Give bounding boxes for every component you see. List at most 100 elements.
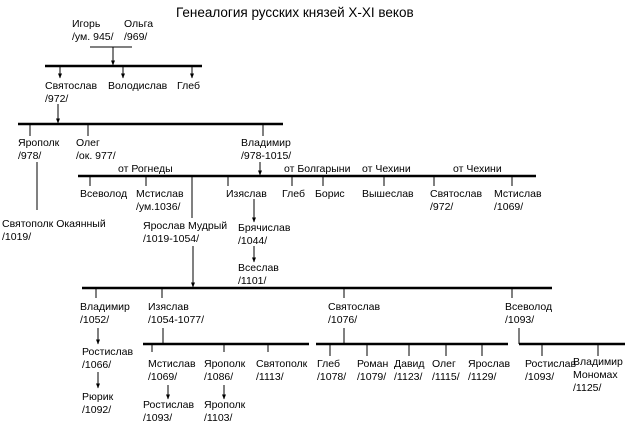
person-izyaslav-gen4: Изяслав [226, 188, 267, 200]
person-rostislav-gen6: Ростислав /1066/ [82, 346, 133, 372]
person-dates: /1123/ [394, 371, 423, 383]
person-name: Владимир [241, 137, 291, 149]
person-name: Всеслав [238, 262, 279, 274]
person-vsevolod-gen5: Всеволод /1093/ [505, 301, 552, 327]
person-svyatopolk-okayanny: Святополк Окаянный /1019/ [2, 218, 106, 244]
person-name: Святополк Окаянный [2, 218, 106, 230]
person-vladimir-monomakh: Владимир Мономах /1125/ [573, 356, 623, 395]
person-dates: /1129/ [468, 371, 497, 383]
person-name: Глеб [317, 358, 340, 370]
person-dates: /1093/ [525, 371, 555, 383]
person-dates: /969/ [124, 31, 148, 43]
person-name: Ярополк [18, 137, 60, 149]
person-name: Давид [394, 358, 425, 370]
person-yaroslav-gen6: Ярослав /1129/ [468, 358, 510, 384]
person-epithet: Мономах [573, 369, 618, 381]
person-dates: /1054-1077/ [148, 314, 205, 326]
person-dates: /1044/ [238, 235, 268, 247]
person-dates: /1113/ [256, 371, 284, 383]
person-oleg-gen6: Олег /1115/ [432, 358, 460, 384]
person-name: Ярослав [468, 358, 511, 370]
person-roman: Роман /1079/ [357, 358, 388, 384]
person-svyatoslav-gen2: Святослав /972/ [45, 80, 97, 106]
diagram-title: Генеалогия русских князей X-XI веков [176, 5, 414, 20]
person-mstislav2-gen4: Мстислав /1069/ [494, 188, 542, 214]
person-name: Мстислав [136, 188, 184, 200]
person-dates: /ум.1036/ [136, 201, 181, 213]
person-volodislav: Володислав [108, 80, 168, 92]
person-name: Ольга [124, 18, 154, 30]
person-dates: /1066/ [82, 359, 112, 371]
person-vladimir-gen5: Владимир /1052/ [80, 301, 130, 327]
person-yaropolk-gen3: Ярополк /978/ [18, 137, 59, 163]
person-name: Ростислав [143, 399, 195, 411]
person-oleg-gen3: Олег /ок. 977/ [76, 137, 116, 163]
person-name: Ростислав [525, 358, 577, 370]
person-dates: /1093/ [143, 412, 173, 424]
person-vseslav: Всеслав /1101/ [238, 262, 279, 288]
person-dates: /972/ [430, 201, 454, 213]
person-dates: /1019-1054/ [143, 233, 200, 245]
person-name: Мстислав [494, 188, 542, 200]
mother-label-chekhini-1: от Чехини [362, 163, 411, 175]
person-dates: /1093/ [505, 314, 535, 326]
person-vysheslav: Вышеслав [362, 188, 414, 200]
person-name: Ростислав [82, 346, 134, 358]
person-ryurik: Рюрик /1092/ [82, 391, 113, 417]
person-dates: /1052/ [80, 314, 110, 326]
mother-label-chekhini-2: от Чехини [453, 163, 502, 175]
mother-label-rogneda: от Рогнеды [118, 163, 173, 175]
person-boris: Борис [315, 188, 345, 200]
person-gleb-gen2: Глеб [177, 80, 200, 92]
person-dates: /1069/ [494, 201, 524, 213]
mother-label-bolgaryni: от Болгарыни [284, 163, 351, 175]
person-name: Ярослав Мудрый [143, 220, 228, 232]
person-dates: /1079/ [357, 371, 387, 383]
person-name: Всеволод [505, 301, 553, 313]
person-vsevolod-gen4: Всеволод [80, 188, 128, 200]
person-dates: /1069/ [148, 371, 178, 383]
person-name: Владимир [80, 301, 130, 313]
person-name: Ярополк [204, 358, 246, 370]
person-bryachislav: Брячислав /1044/ [238, 222, 290, 248]
person-yaroslav-mudry: Ярослав Мудрый /1019-1054/ [143, 220, 227, 246]
person-dates: /1103/ [204, 412, 233, 424]
person-dates: /1115/ [432, 371, 460, 383]
person-name: Святослав [430, 188, 483, 200]
person-vladimir-gen3: Владимир /978-1015/ [241, 137, 291, 163]
person-dates: /972/ [45, 93, 69, 105]
person-svyatopolk-gen6: Святополк /1113/ [256, 358, 307, 384]
person-name: Изяслав [148, 301, 189, 313]
person-david: Давид /1123/ [394, 358, 425, 384]
person-dates: /978/ [18, 150, 42, 162]
person-dates: /1076/ [328, 314, 358, 326]
person-name: Рюрик [82, 391, 114, 403]
person-name: Мстислав [148, 358, 196, 370]
person-gleb-gen4: Глеб [282, 188, 305, 200]
person-name: Святослав [328, 301, 381, 313]
person-izyaslav-gen5: Изяслав /1054-1077/ [148, 301, 204, 327]
person-name: Олег [432, 358, 456, 370]
person-dates: /1078/ [317, 371, 347, 383]
person-rostislav-gen7: Ростислав /1093/ [143, 399, 194, 425]
person-dates: /1019/ [2, 231, 32, 243]
person-name: Игорь [72, 18, 101, 30]
person-yaropolk-gen6: Ярополк /1086/ [204, 358, 245, 384]
person-dates: /1125/ [573, 382, 602, 394]
person-mstislav-gen4: Мстислав /ум.1036/ [136, 188, 184, 214]
person-gleb-gen6: Глеб /1078/ [317, 358, 346, 384]
person-name: Брячислав [238, 222, 291, 234]
person-name: Олег [76, 137, 100, 149]
person-name: Ярополк [204, 399, 246, 411]
person-name: Роман [357, 358, 389, 370]
person-dates: /978-1015/ [241, 150, 292, 162]
person-name: Владимир [573, 356, 623, 368]
person-igor: Игорь /ум. 945/ [72, 18, 114, 44]
person-svyatoslav-gen4: Святослав /972/ [430, 188, 482, 214]
person-name: Святополк [256, 358, 308, 370]
person-mstislav-gen6: Мстислав /1069/ [148, 358, 196, 384]
person-olga: Ольга /969/ [124, 18, 153, 44]
person-rostislav-vsevolodovich: Ростислав /1093/ [525, 358, 576, 384]
